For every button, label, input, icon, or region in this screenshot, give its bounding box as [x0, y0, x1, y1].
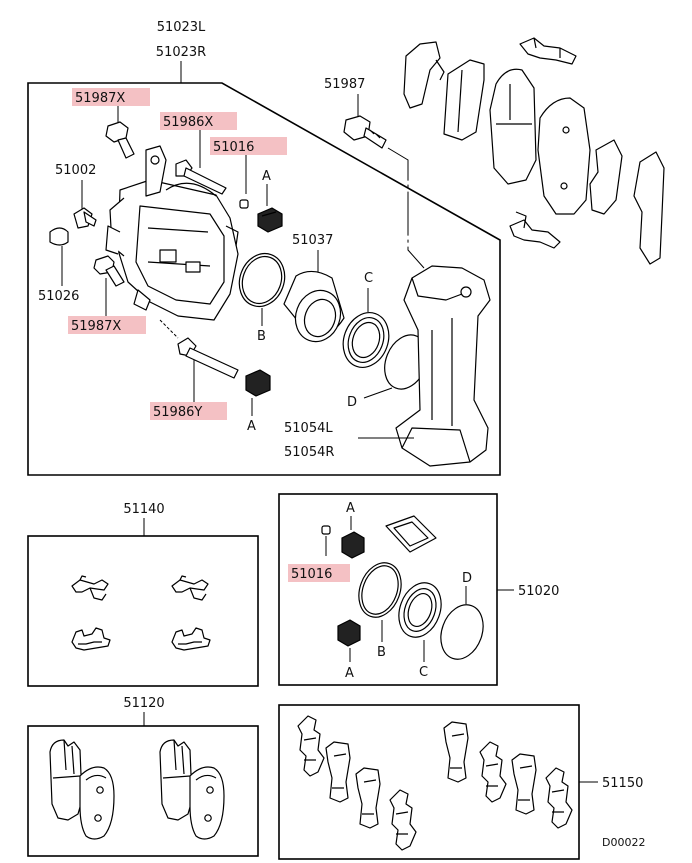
- callout-seal-kit: 51020: [518, 584, 559, 599]
- callout-clip-kit: 51140: [123, 502, 164, 517]
- pin-upper-drawing: [175, 159, 227, 195]
- callout-assembly-l: 51023L: [157, 20, 206, 35]
- ref-a-lower: A: [247, 419, 256, 434]
- bolt-upper-drawing: [105, 121, 135, 159]
- callout-piston: 51037: [292, 233, 333, 248]
- callout-bolt-upper: 51987X: [75, 91, 125, 106]
- grease-packet-drawing: [385, 515, 437, 553]
- clip-kit-frame: [27, 535, 259, 687]
- ref-b: B: [257, 329, 266, 344]
- callout-bleeder-cap: 51026: [38, 289, 79, 304]
- dust-boot-drawing: [342, 312, 390, 368]
- seal-kit-group: 51020 A 51016 B C D A: [278, 493, 559, 686]
- piston-drawing: [283, 270, 345, 343]
- caliper-assembly-frame: [27, 82, 501, 476]
- callout-shim-kit: 51150: [602, 776, 643, 791]
- boot-upper-drawing: [257, 207, 283, 233]
- callout-pin-lower: 51986Y: [153, 405, 202, 420]
- caliper-assembly-group: 51023L 51023R 51987X 51986X: [27, 20, 501, 476]
- callout-support-r: 51054R: [284, 445, 334, 460]
- bolt-lower-drawing: [93, 255, 125, 287]
- drawing-id: D00022: [602, 836, 645, 849]
- callout-bracket-bolt: 51987: [324, 77, 365, 92]
- boot-lower-drawing: [245, 369, 271, 397]
- bracket-bolt-drawing: [343, 115, 387, 149]
- caliper-body-drawing: [105, 145, 239, 321]
- pad-set-group: 51120: [27, 696, 259, 857]
- ref-a-upper: A: [262, 169, 271, 184]
- clip-kit-group: 51140: [27, 502, 259, 687]
- callout-pin-upper: 51986X: [163, 115, 213, 130]
- pad-shim-exploded-drawing: [403, 37, 665, 265]
- seal-kit-frame: [278, 493, 498, 686]
- seal-kit-ref-c: C: [419, 665, 428, 680]
- support-bracket-drawing: [395, 265, 491, 467]
- pad-set-frame: [27, 725, 259, 857]
- seal-kit-ref-d: D: [462, 571, 472, 586]
- bleeder-cap-drawing: [49, 227, 69, 246]
- pin-lower-drawing: [177, 337, 239, 379]
- callout-bolt-lower: 51987X: [71, 319, 121, 334]
- callout-assembly-r: 51023R: [156, 45, 206, 60]
- callout-support-l: 51054L: [284, 421, 333, 436]
- bleeder-drawing: [73, 207, 97, 229]
- ref-d: D: [347, 395, 357, 410]
- seal-kit-callout-cap: 51016: [291, 567, 332, 582]
- ref-c: C: [364, 271, 373, 286]
- callout-bleeder: 51002: [55, 163, 96, 178]
- callout-pad-set: 51120: [123, 696, 164, 711]
- seal-kit-ref-a-lower: A: [345, 666, 354, 681]
- seal-kit-ref-a-upper: A: [346, 501, 355, 516]
- piston-seal-drawing: [238, 252, 286, 308]
- cap-upper-drawing: [239, 199, 249, 209]
- seal-kit-ref-b: B: [377, 645, 386, 660]
- shim-kit-group: 51150: [278, 704, 643, 860]
- callout-cap-upper: 51016: [213, 140, 254, 155]
